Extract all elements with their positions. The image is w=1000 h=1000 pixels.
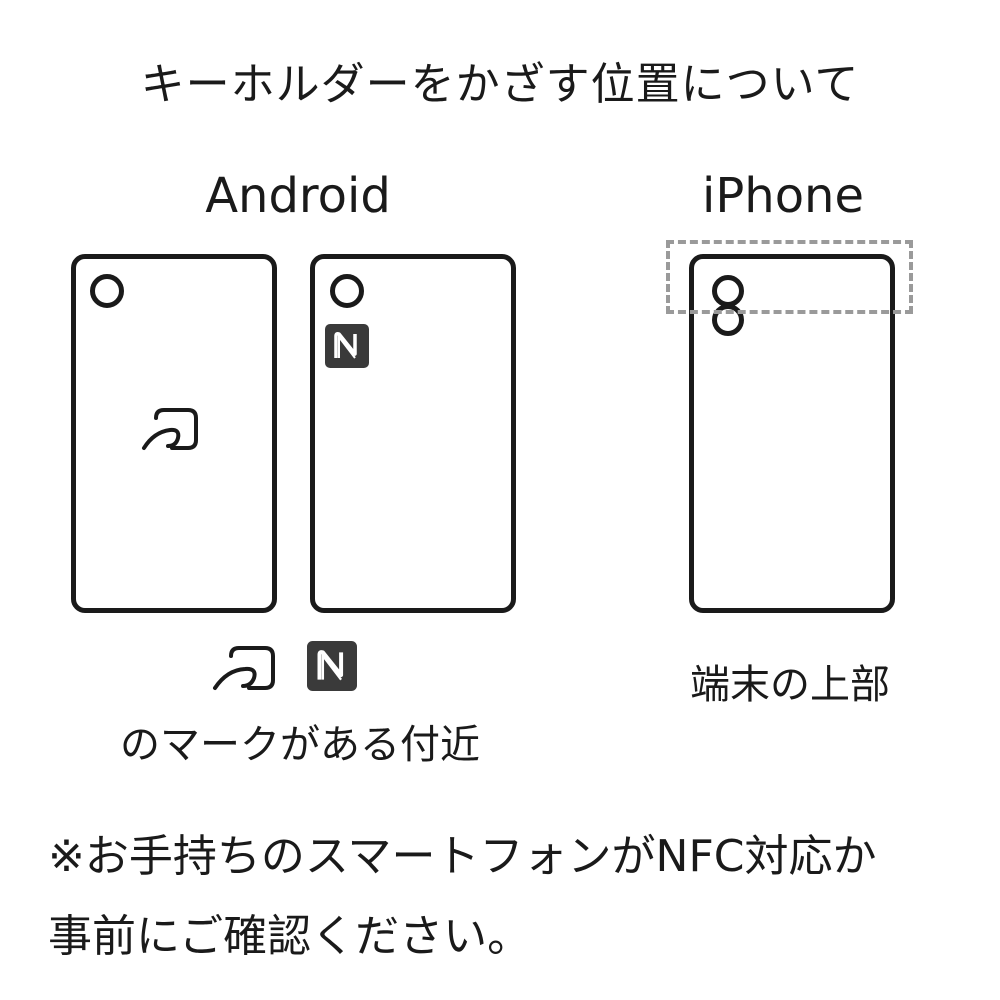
iphone-caption: 端末の上部: [690, 662, 890, 708]
camera-icon: [90, 274, 124, 308]
nfc-n-mark-icon: [307, 641, 357, 691]
camera-icon: [712, 275, 744, 307]
note-line-2: 事前にご確認ください。: [48, 911, 532, 962]
note-line-1: ※お手持ちのスマートフォンがNFC対応か: [48, 831, 877, 882]
camera-icon: [330, 274, 364, 308]
osaifu-keitai-icon: [211, 642, 281, 694]
nfc-n-mark-icon: [325, 324, 369, 368]
page-title: キーホルダーをかざす位置について: [140, 59, 860, 110]
android-caption: のマークがある付近: [120, 722, 480, 768]
osaifu-keitai-icon: [140, 404, 202, 454]
iphone-label: iPhone: [701, 168, 865, 224]
android-phone-nfc: [310, 254, 516, 613]
android-phone-osaifu: [71, 254, 277, 613]
iphone-tap-area-highlight: [666, 240, 913, 314]
android-label: Android: [205, 168, 391, 224]
